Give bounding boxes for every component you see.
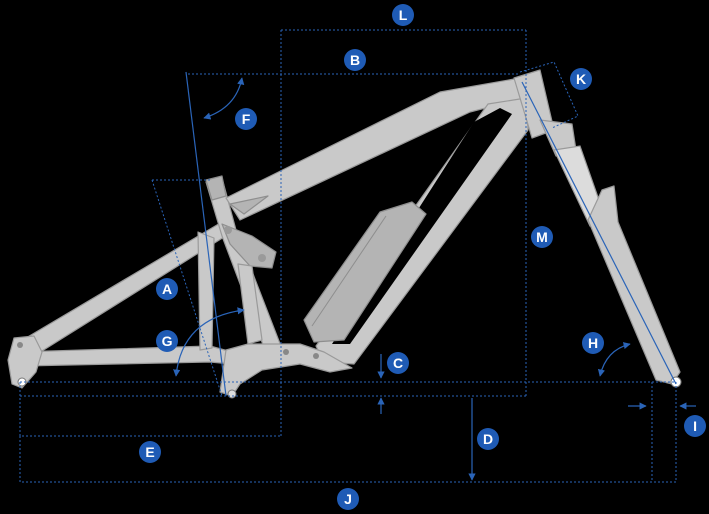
top-tube-gusset <box>229 195 269 215</box>
seat-collar <box>205 175 227 201</box>
label-l-badge: L <box>392 4 414 26</box>
label-a-badge: A <box>156 278 178 300</box>
label-a: A <box>162 281 172 297</box>
label-b-badge: B <box>344 49 366 71</box>
motor-bolt-2 <box>313 353 319 359</box>
dim-line-e <box>19 382 281 437</box>
dim-line-j <box>19 382 677 483</box>
rocker-pivot <box>258 254 266 262</box>
motor-bolt-1 <box>283 349 289 355</box>
label-e-badge: E <box>139 441 161 463</box>
battery-edge <box>311 215 387 327</box>
battery <box>303 201 427 343</box>
label-c: C <box>393 355 403 371</box>
label-g: G <box>162 333 173 349</box>
dim-arc-f <box>203 77 245 120</box>
label-i: I <box>693 418 697 434</box>
dropout-bolt <box>17 342 23 348</box>
label-i-badge: I <box>684 415 706 437</box>
upper-pivot <box>224 226 232 234</box>
label-h-badge: H <box>582 332 604 354</box>
dim-arc-h <box>597 342 631 377</box>
label-j: J <box>344 491 352 507</box>
rear-strut <box>197 231 215 351</box>
bike-frame <box>7 69 682 399</box>
dim-arc-g <box>173 307 245 377</box>
dimension-lines <box>19 29 696 483</box>
label-l: L <box>399 7 408 23</box>
label-d: D <box>483 431 493 447</box>
dim-line-k <box>519 61 579 129</box>
fork-lower <box>587 185 681 385</box>
dim-line-steering-axis <box>521 81 677 385</box>
label-f-badge: F <box>235 108 257 130</box>
label-m: M <box>536 229 548 245</box>
label-c-badge: C <box>387 352 409 374</box>
label-b: B <box>350 52 360 68</box>
label-k: K <box>576 71 586 87</box>
label-k-badge: K <box>570 68 592 90</box>
rear-dropout <box>7 335 43 389</box>
label-e: E <box>145 444 154 460</box>
label-h: H <box>588 335 598 351</box>
bottom-bracket <box>227 389 237 399</box>
label-m-badge: M <box>531 226 553 248</box>
label-f: F <box>242 111 251 127</box>
label-g-badge: G <box>156 330 178 352</box>
label-d-badge: D <box>477 428 499 450</box>
label-j-badge: J <box>337 488 359 510</box>
